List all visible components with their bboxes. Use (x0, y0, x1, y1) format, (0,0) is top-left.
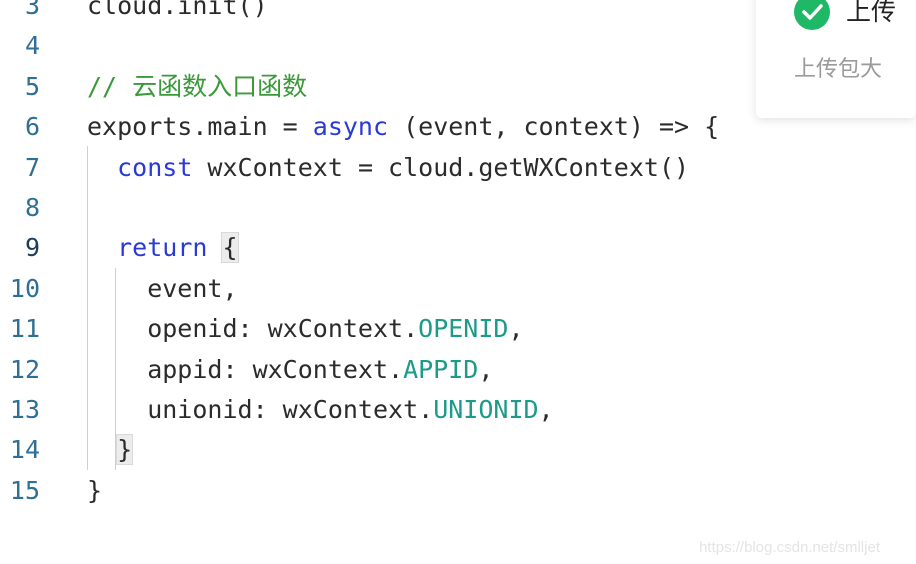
code-token (207, 233, 222, 262)
code-token: , (508, 314, 524, 344)
code-token (87, 435, 117, 464)
code-line[interactable]: 14 } (0, 430, 890, 470)
code-text: exports.main = async (event, context) =>… (87, 107, 719, 147)
line-number: 14 (9, 435, 40, 465)
code-text: cloud.init() (87, 0, 268, 26)
code-line[interactable]: 9 return { (0, 228, 890, 268)
code-line[interactable]: 3 cloud.init() (0, 0, 890, 26)
matched-bracket: { (221, 232, 239, 264)
code-text: event, (87, 269, 238, 309)
check-circle-icon (794, 0, 830, 30)
code-line[interactable]: 7 const wxContext = cloud.getWXContext() (0, 148, 890, 188)
line-number: 6 (24, 112, 40, 142)
line-number: 9 (24, 233, 40, 263)
code-text: // 云函数入口函数 (87, 67, 307, 107)
code-token: appid: wxContext. (87, 354, 404, 384)
code-line[interactable]: 15} (0, 471, 890, 511)
code-line[interactable]: 8 (0, 188, 890, 228)
code-token: cloud.init() (87, 0, 268, 20)
comment-token: // 云函数入口函数 (87, 71, 308, 101)
toast-title: 上传 (846, 0, 897, 26)
code-line[interactable]: 4 (0, 26, 890, 66)
line-number: 12 (9, 354, 40, 384)
property-token: APPID (403, 354, 479, 384)
keyword-token: return (117, 233, 208, 263)
property-token: UNIONID (433, 395, 539, 424)
line-number: 15 (9, 475, 40, 505)
property-token: OPENID (418, 314, 509, 344)
code-line[interactable]: 10 event, (0, 269, 890, 309)
line-number: 13 (9, 395, 40, 424)
line-number: 11 (9, 314, 40, 344)
code-token: unionid: wxContext. (87, 395, 434, 424)
line-number: 8 (24, 193, 40, 222)
code-token: event, (87, 273, 238, 303)
indent-guide-inner (115, 268, 116, 470)
code-line[interactable]: 11 openid: wxContext.OPENID, (0, 309, 890, 349)
line-number: 10 (9, 273, 40, 303)
toast-message: 上传包大 (794, 57, 883, 82)
code-text: } (87, 471, 102, 511)
keyword-token: const (117, 152, 193, 182)
code-line[interactable]: 13 unionid: wxContext.UNIONID, (0, 390, 890, 430)
watermark: https://blog.csdn.net/smlljet (699, 539, 880, 556)
code-token: (event, context) => { (388, 112, 720, 142)
indent-guide (87, 146, 88, 470)
code-token (87, 233, 117, 262)
code-token: openid: wxContext. (87, 314, 419, 344)
line-number: 7 (24, 152, 40, 182)
line-number: 3 (24, 0, 40, 20)
line-number: 4 (24, 31, 40, 61)
code-text: return { (87, 228, 239, 268)
code-token: , (538, 395, 554, 424)
code-token: , (478, 354, 494, 384)
code-token: exports.main = (87, 112, 313, 142)
line-number: 5 (24, 71, 40, 101)
code-token: } (87, 475, 103, 505)
code-line[interactable]: 6 exports.main = async (event, context) =… (0, 107, 890, 147)
code-token (87, 153, 117, 182)
code-line[interactable]: 5 // 云函数入口函数 (0, 67, 890, 107)
code-line[interactable]: 12 appid: wxContext.APPID, (0, 350, 890, 390)
code-text: appid: wxContext.APPID, (87, 350, 493, 390)
code-text: openid: wxContext.OPENID, (87, 309, 524, 349)
code-text: unionid: wxContext.UNIONID, (87, 390, 554, 430)
keyword-token: async (312, 112, 389, 142)
matched-bracket: } (116, 434, 134, 466)
code-token: wxContext = cloud.getWXContext() (192, 152, 690, 182)
code-text: const wxContext = cloud.getWXContext() (87, 148, 689, 188)
upload-toast: 上传 上传包大 (756, 0, 916, 118)
code-text: } (87, 430, 134, 470)
